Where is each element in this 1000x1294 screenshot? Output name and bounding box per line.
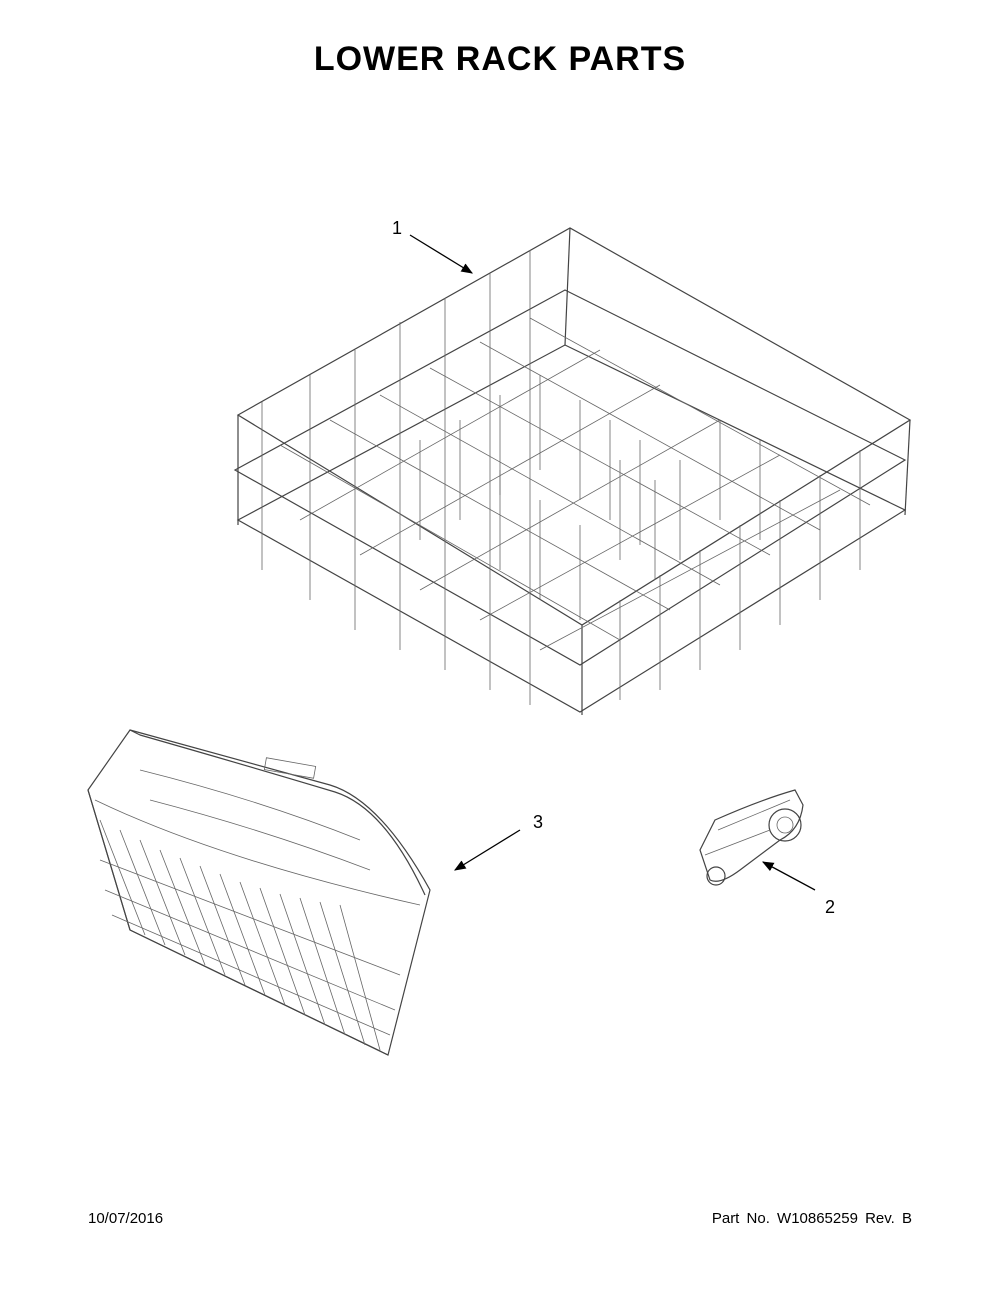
silverware-basket-icon <box>87 729 431 1056</box>
page-title: LOWER RACK PARTS <box>313 40 687 78</box>
footer-date: 10/07/2016 <box>88 1210 164 1227</box>
callout-2-leader <box>761 861 816 891</box>
footer-part-number: Part No. W10865259 Rev. B <box>711 1210 912 1227</box>
callout-2-label: 2 <box>825 897 836 917</box>
rack-wheel-icon <box>699 789 804 886</box>
callout-3-leader <box>454 829 521 871</box>
callout-1-leader <box>409 234 473 274</box>
callout-3-label: 3 <box>533 812 544 832</box>
callout-1-label: 1 <box>392 218 403 238</box>
lower-rack-icon <box>233 227 912 715</box>
